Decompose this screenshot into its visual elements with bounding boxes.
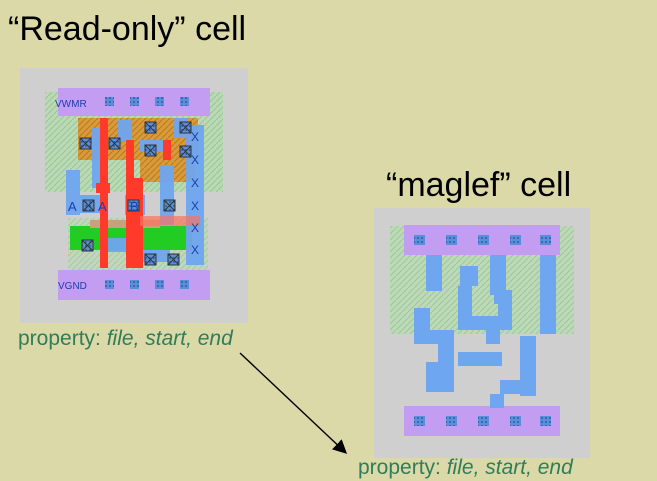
maglef-top-rail-contacts — [414, 235, 551, 245]
readonly-label-a2: A — [98, 199, 107, 214]
readonly-cell-layout: VWMR VGND A A B X X X X X X — [20, 68, 248, 323]
maglef-cell-title: “maglef” cell — [386, 166, 572, 204]
readonly-label-a1: A — [68, 199, 77, 214]
readonly-x-marker: X — [191, 221, 199, 235]
readonly-bottom-rail-label: VGND — [58, 281, 87, 292]
readonly-x-markers: X X X X X X — [191, 130, 199, 257]
maglef-property-key: property: — [358, 456, 441, 479]
relation-arrow — [239, 352, 348, 454]
readonly-property-key: property: — [18, 327, 101, 350]
readonly-x-marker: X — [191, 130, 199, 144]
readonly-cell-title: “Read-only” cell — [8, 10, 247, 48]
readonly-bottom-rail-contacts — [105, 280, 189, 289]
readonly-property-values: file, start, end — [106, 327, 233, 350]
readonly-property-line: property: file, start, end — [18, 327, 233, 351]
readonly-x-marker: X — [191, 243, 199, 257]
readonly-x-marker: X — [191, 176, 199, 190]
maglef-metal1 — [414, 255, 556, 408]
readonly-top-rail-contacts — [105, 97, 189, 106]
readonly-x-marker: X — [191, 153, 199, 167]
maglef-property-values: file, start, end — [446, 456, 573, 479]
maglef-cell-layout — [374, 208, 590, 458]
readonly-label-b: B — [130, 199, 139, 214]
maglef-property-line: property: file, start, end — [358, 456, 573, 480]
readonly-x-marker: X — [191, 199, 199, 213]
readonly-top-rail-label: VWMR — [55, 99, 87, 110]
maglef-bottom-rail-contacts — [414, 416, 551, 426]
